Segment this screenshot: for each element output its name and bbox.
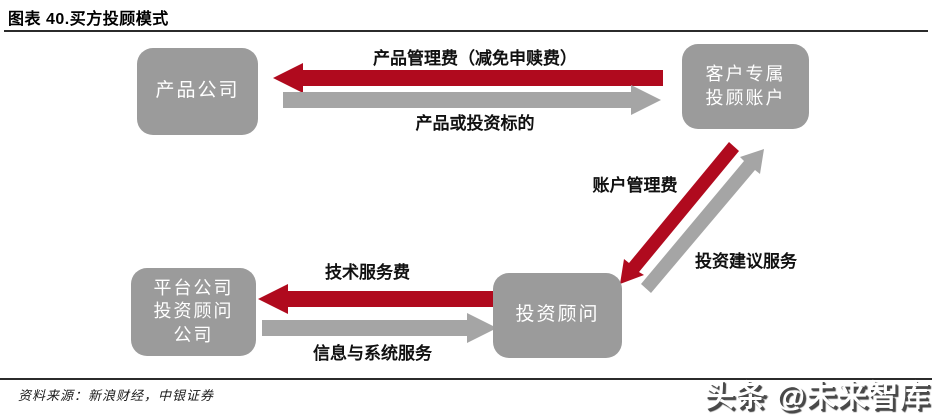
node-label: 公司 (173, 324, 214, 345)
edge-label-investment-advice-service: 投资建议服务 (695, 252, 797, 271)
node-label: 客户专属 (705, 64, 786, 85)
arrow-tech-service-fee-icon (258, 284, 493, 314)
node-label: 投资顾问 (153, 301, 234, 322)
edge-label-information-system-service: 信息与系统服务 (313, 344, 432, 363)
node-product-company: 产品公司 (137, 48, 258, 135)
footer-divider (0, 378, 932, 380)
node-label: 投顾账户 (705, 87, 786, 108)
edge-label-technical-service-fee: 技术服务费 (325, 263, 410, 282)
edge-label-account-management-fee: 账户管理费 (592, 176, 678, 195)
watermark: 头条 @未来智库 (704, 380, 930, 413)
node-platform-investment-advisory-company: 平台公司 投资顾问 公司 (131, 268, 256, 356)
edge-label-product-management-fee: 产品管理费（减免申赎费） (373, 49, 577, 68)
title-divider (4, 30, 928, 32)
node-label: 投资顾问 (515, 304, 600, 326)
node-investment-advisor: 投资顾问 (493, 273, 622, 358)
node-client-exclusive-advisory-account: 客户专属 投顾账户 (682, 44, 809, 129)
node-label: 产品公司 (155, 80, 240, 102)
source-note: 资料来源：新浪财经，中银证券 (18, 388, 215, 403)
figure-title: 图表 40.买方投顾模式 (8, 11, 169, 28)
edge-label-product-or-investment-target: 产品或投资标的 (415, 114, 535, 133)
node-label: 平台公司 (153, 277, 234, 298)
